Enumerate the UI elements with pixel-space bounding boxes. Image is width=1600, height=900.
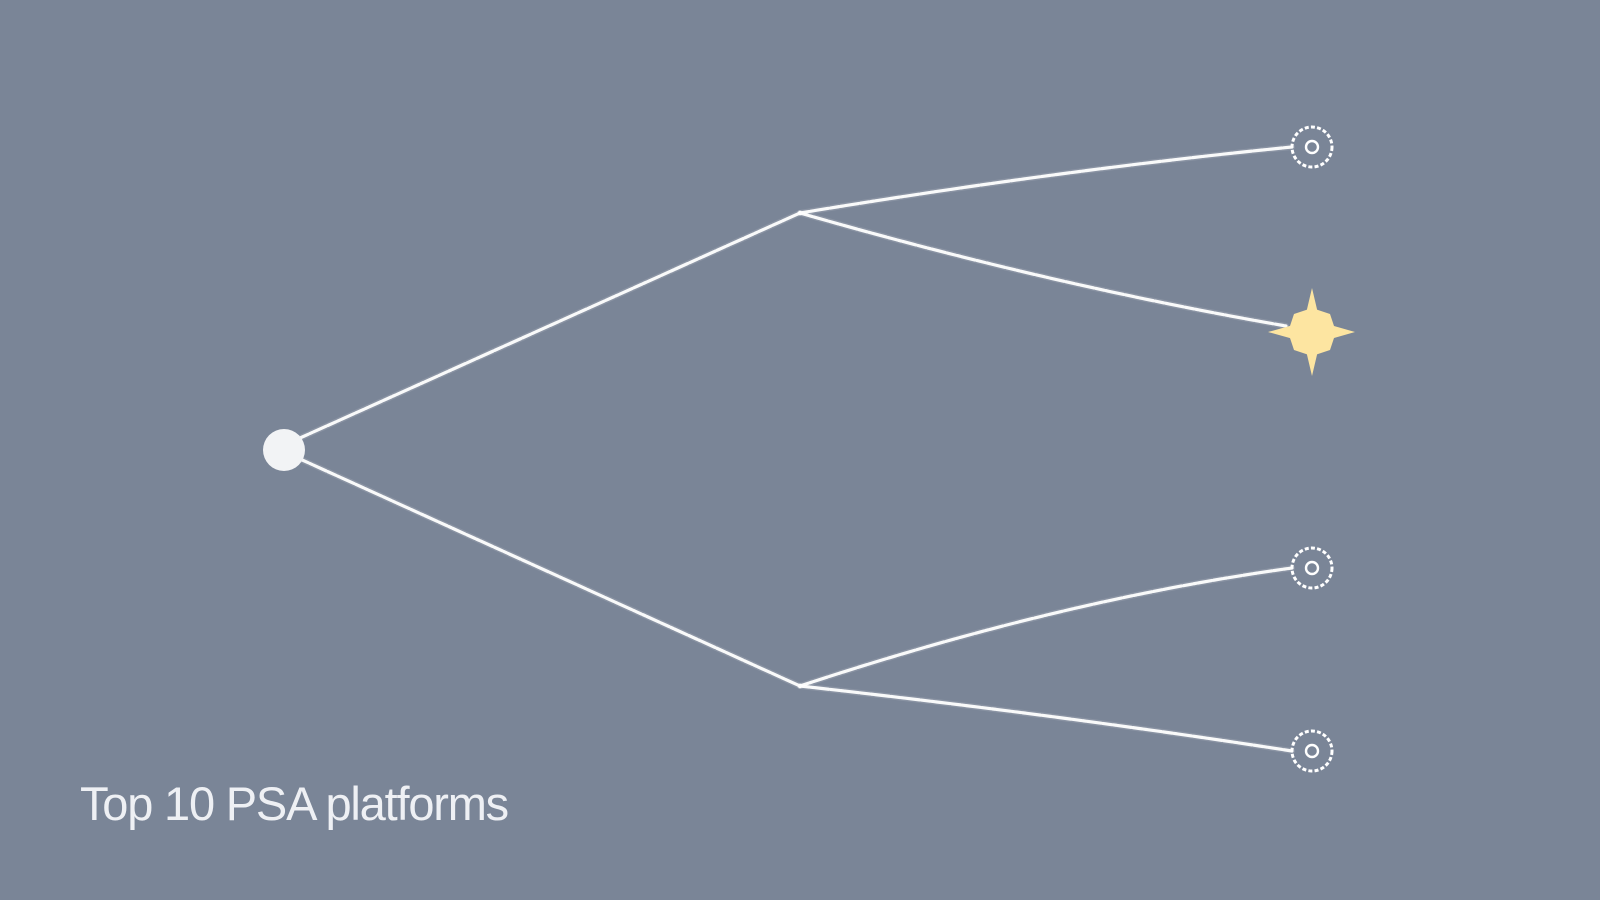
split-node-lower [797, 683, 803, 689]
split-node-upper [797, 210, 803, 216]
slide-caption: Top 10 PSA platforms [80, 777, 509, 830]
ring-target-icon [1290, 546, 1334, 590]
sparkle-star-icon [1268, 288, 1355, 376]
branch-upper-to-leaf-2 [797, 210, 1289, 329]
branch-lower-to-leaf-3 [797, 565, 1295, 689]
ring-target-icon [1290, 729, 1334, 773]
branch-lower-to-leaf-4 [797, 683, 1295, 754]
ring-target-icon [1290, 125, 1334, 169]
branch-upper-to-leaf-1 [797, 144, 1295, 216]
root-node [263, 429, 305, 471]
branch-root-to-upper [297, 210, 803, 441]
branch-root-to-lower [297, 456, 803, 689]
